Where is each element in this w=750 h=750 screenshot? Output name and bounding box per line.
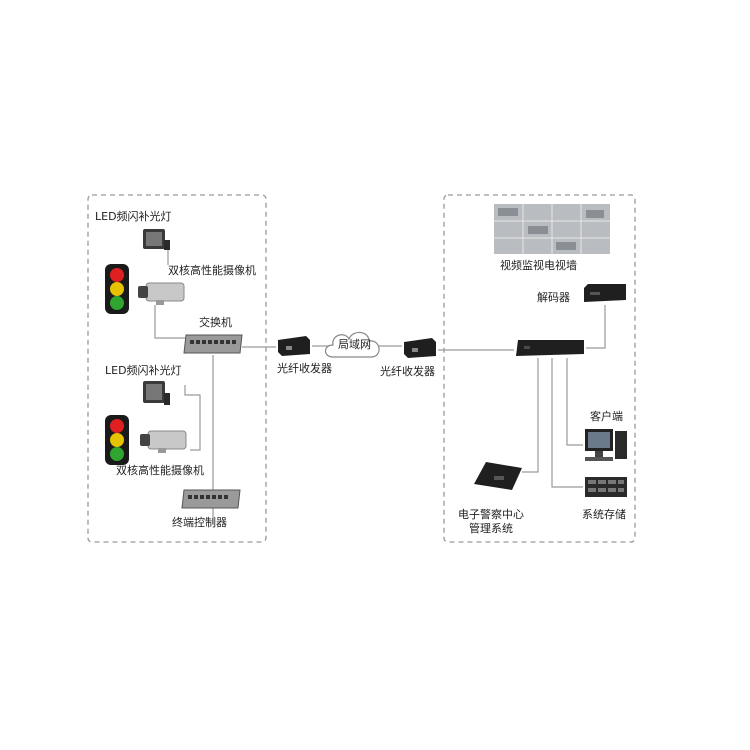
police-center-system-icon [472,460,524,500]
camera-label-2: 双核高性能摄像机 [116,464,204,477]
camera-icon [138,428,188,454]
decoder-icon [582,282,628,304]
client-computer-icon [583,427,629,463]
storage-label: 系统存储 [582,508,626,521]
terminal-controller-label: 终端控制器 [172,516,227,529]
field-equipment-panel [87,194,267,543]
traffic-light-icon [104,263,130,315]
traffic-light-icon [104,414,130,466]
fiber-transceiver-icon [402,336,438,360]
monitoring-center-panel [443,194,636,543]
video-wall-label: 视频监视电视墙 [500,259,577,272]
decoder-label: 解码器 [537,291,570,304]
police-center-label-1: 电子警察中心 [458,508,524,521]
network-switch-icon [182,333,244,357]
terminal-controller-icon [180,488,242,512]
storage-array-icon [583,475,629,499]
camera-icon [136,280,186,306]
client-label: 客户端 [590,410,623,423]
video-wall-icon [494,204,610,254]
central-server-icon [514,338,586,358]
lan-label: 局域网 [338,338,371,351]
camera-label-1: 双核高性能摄像机 [168,264,256,277]
switch-label: 交换机 [199,316,232,329]
transceiver-label-left: 光纤收发器 [277,362,332,375]
led-light-label-2: LED频闪补光灯 [105,364,182,377]
led-flash-light-icon [140,378,172,408]
led-flash-light-icon [140,226,172,254]
led-light-label-1: LED频闪补光灯 [95,210,172,223]
transceiver-label-right: 光纤收发器 [380,365,435,378]
police-center-label-2: 管理系统 [469,522,513,535]
lan-cloud-icon [321,327,385,363]
fiber-transceiver-icon [276,334,312,358]
